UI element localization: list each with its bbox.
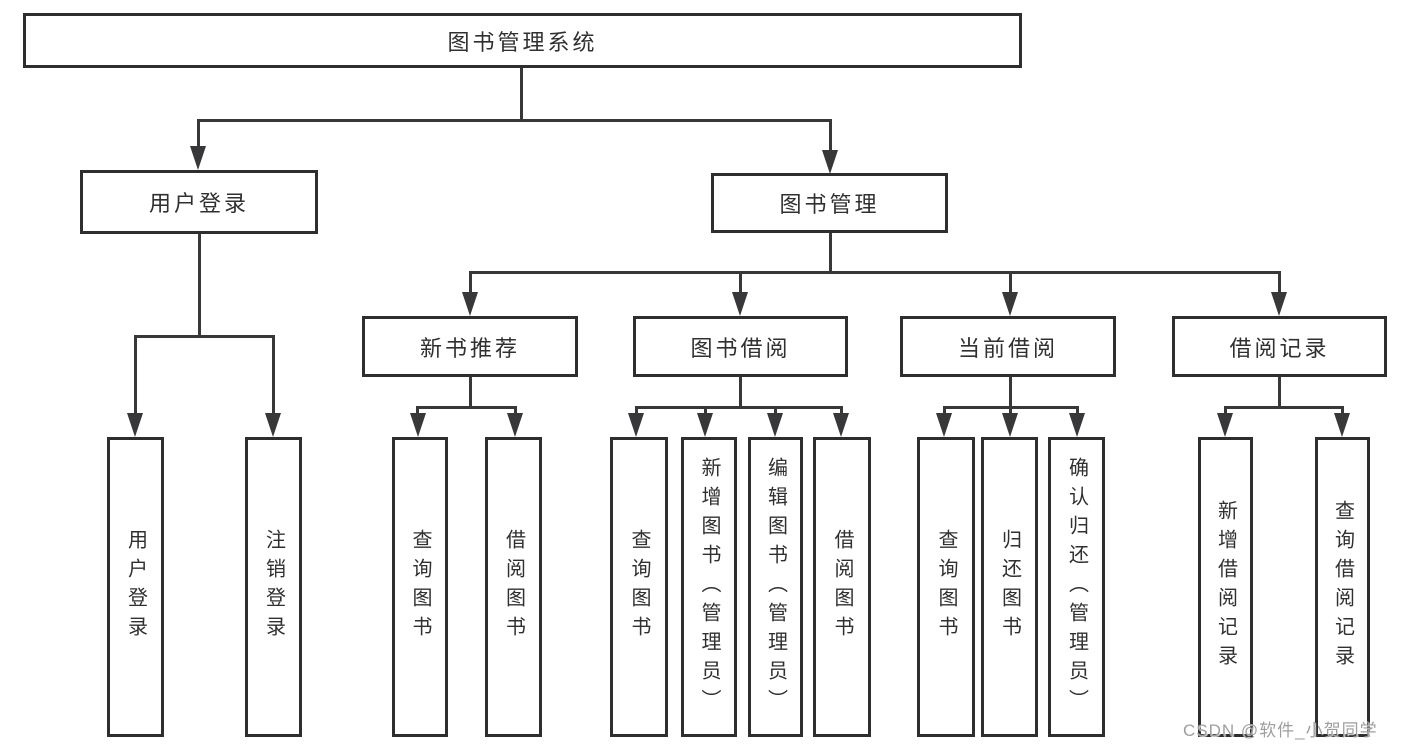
node-leaf-confirm-return-admin: 确认归还（管理员） [1048,437,1105,737]
arrowhead [1002,292,1018,316]
watermark: CSDN @软件_小贺同学 [1183,721,1378,740]
connector-line [272,335,275,415]
connector-line [1224,406,1344,409]
node-user-login: 用户登录 [80,170,318,234]
arrowhead [1271,292,1287,316]
connector-line [416,406,419,416]
arrowhead [410,413,426,437]
node-leaf-borrow-books: 借阅图书 [813,437,871,737]
arrowhead [265,413,281,437]
node-leaf-query-borrow-record: 查询借阅记录 [1315,437,1370,737]
node-label: 图书借阅 [690,335,791,361]
node-label: 借阅记录 [1229,335,1330,361]
connector-line [197,119,832,122]
node-label: 查询借阅记录 [1331,500,1354,674]
connector-line [829,119,832,152]
connector-line [739,375,742,409]
node-label: 查询图书 [935,529,957,645]
node-leaf-edit-books-admin: 编辑图书（管理员） [748,437,803,737]
connector-line [840,406,843,416]
node-label: 当前借阅 [957,335,1058,361]
node-leaf-return-books: 归还图书 [981,437,1038,737]
connector-line [134,335,137,415]
connector-line [514,406,517,416]
arrowhead [628,413,644,437]
node-label: 借阅图书 [831,529,853,645]
connector-line [469,375,472,409]
arrowhead [507,413,523,437]
connector-line [198,232,201,337]
arrowhead [767,413,783,437]
connector-line [635,406,843,409]
node-label: 新增借阅记录 [1214,500,1237,674]
node-leaf-borrow-books-recommend: 借阅图书 [485,437,542,737]
connector-line [197,119,200,149]
node-borrow-records: 借阅记录 [1172,316,1387,377]
node-label: 用户登录 [124,529,147,645]
connector-line [520,66,523,121]
arrowhead [822,150,838,174]
connector-line [774,406,777,416]
node-label: 新增图书（管理员） [698,456,720,718]
node-leaf-logout: 注销登录 [245,437,302,737]
node-leaf-user-login: 用户登录 [107,437,164,737]
arrowhead [833,413,849,437]
node-label: 归还图书 [998,529,1021,645]
arrowhead [127,413,143,437]
arrowhead [936,413,952,437]
arrowhead [732,292,748,316]
node-label: 图书管理系统 [447,29,598,55]
connector-line [1278,375,1281,409]
connector-line [1009,271,1012,295]
node-root: 图书管理系统 [23,13,1022,68]
node-label: 查询图书 [409,529,431,645]
node-book-borrow: 图书借阅 [633,316,848,377]
node-label: 借阅图书 [502,529,525,645]
connector-line [739,271,742,295]
connector-line [1076,406,1079,416]
connector-line [1278,271,1281,295]
node-leaf-add-books-admin: 新增图书（管理员） [681,437,737,737]
node-label: 用户登录 [148,191,249,216]
node-current-borrow: 当前借阅 [900,316,1116,377]
arrowhead [697,413,713,437]
arrowhead [1069,413,1085,437]
connector-line [704,406,707,416]
node-leaf-query-books-recommend: 查询图书 [392,437,448,737]
connector-line [943,406,946,416]
node-label: 图书管理 [779,192,880,217]
connector-line [635,406,638,416]
node-new-book-recommend: 新书推荐 [362,316,578,377]
arrowhead [1334,413,1350,437]
connector-line [1009,406,1012,416]
connector-line [469,271,1281,274]
node-label: 确认归还（管理员） [1065,456,1088,718]
connector-line [134,335,275,338]
connector-line [416,406,517,409]
connector-line [1224,406,1227,416]
node-leaf-query-books-borrow: 查询图书 [610,437,668,737]
connector-line [1341,406,1344,416]
node-book-management: 图书管理 [711,173,948,233]
node-label: 注销登录 [262,529,285,645]
node-label: 编辑图书（管理员） [764,456,787,718]
connector-line [1009,375,1012,409]
arrowhead [190,146,206,170]
connector-line [829,231,832,274]
arrowhead [1217,413,1233,437]
node-leaf-add-borrow-record: 新增借阅记录 [1198,437,1253,737]
arrowhead [1002,413,1018,437]
arrowhead [462,292,478,316]
node-label: 查询图书 [628,529,650,645]
node-label: 新书推荐 [419,335,520,361]
node-leaf-query-books-current: 查询图书 [917,437,975,737]
connector-line [469,271,472,295]
